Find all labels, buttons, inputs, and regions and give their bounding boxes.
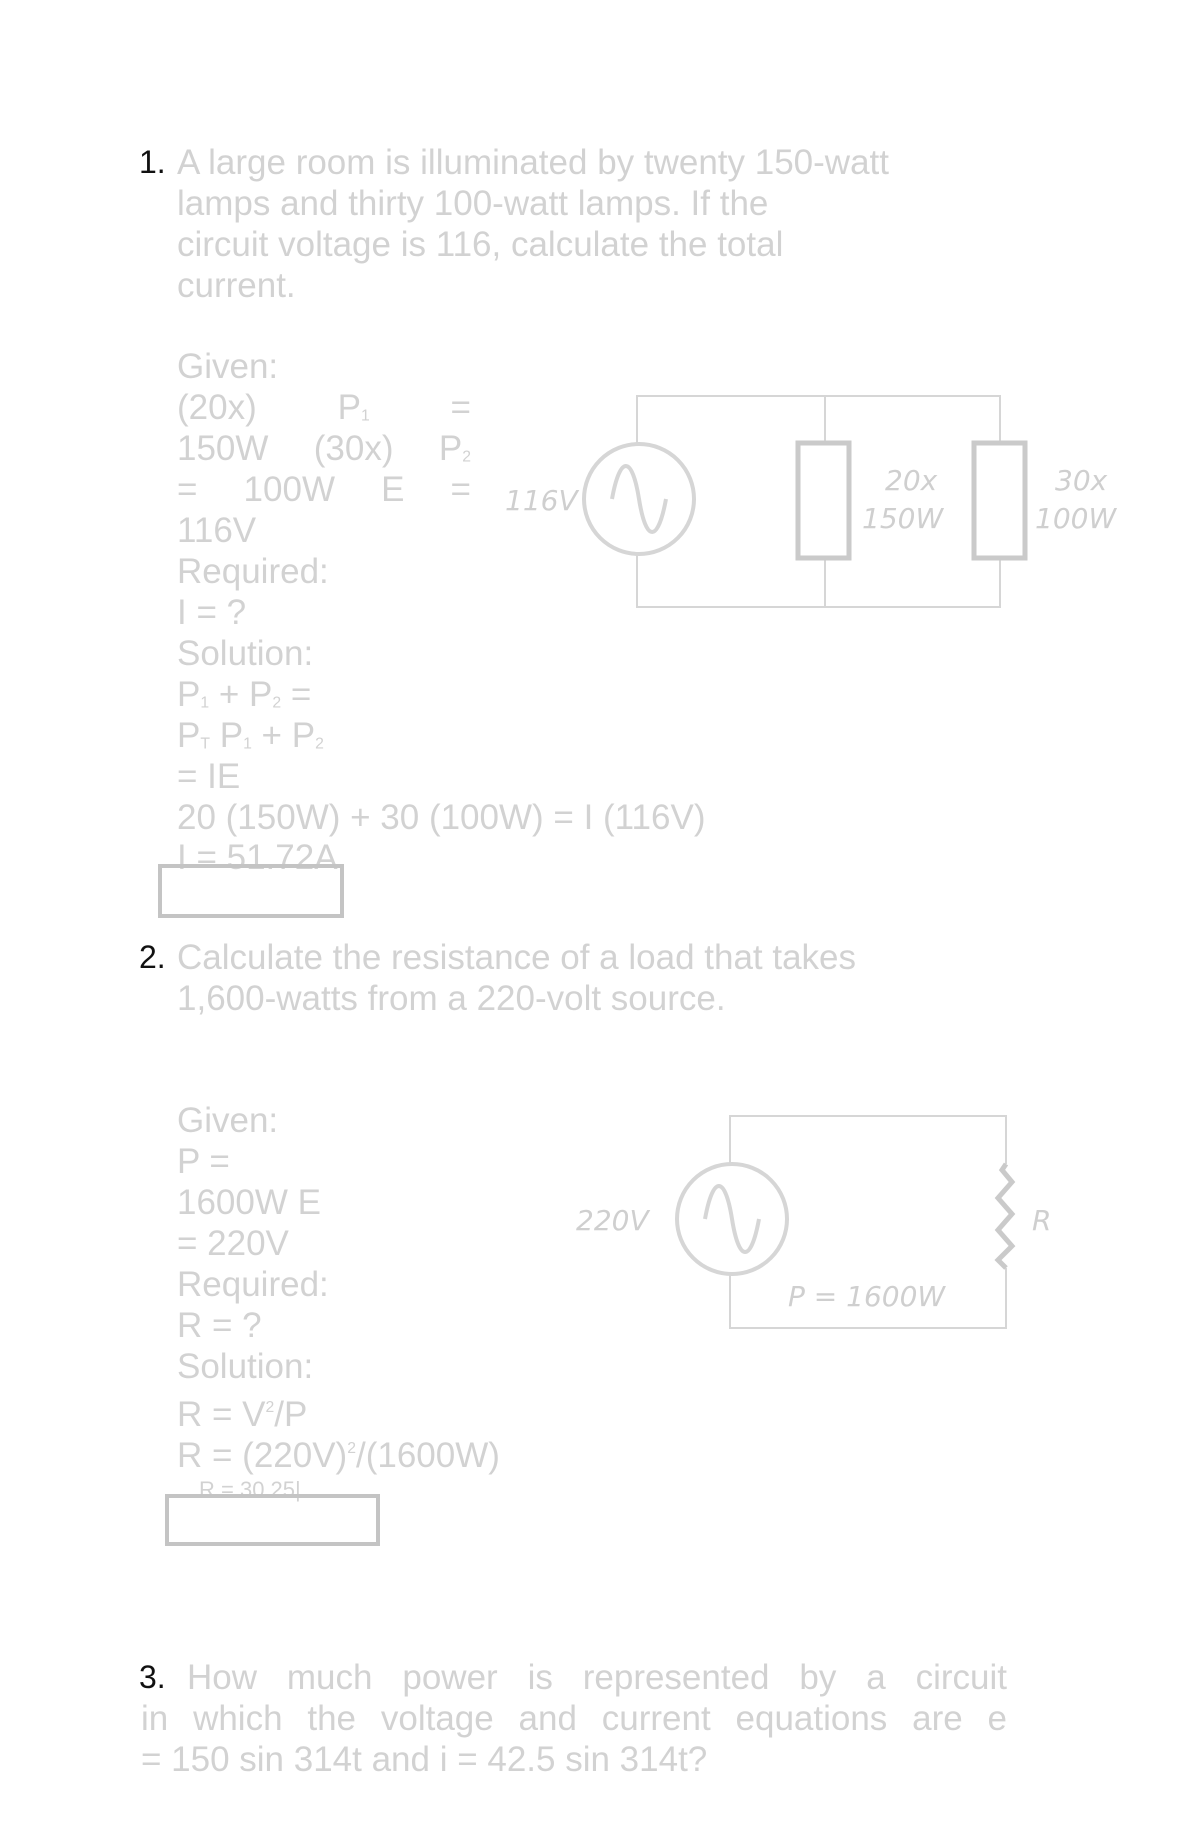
superscript: 2 — [347, 1440, 356, 1457]
subscript: 1 — [200, 694, 210, 712]
solution-line: PT P1 + P2 — [177, 715, 324, 765]
q1-line: circuit voltage is 116, calculate the to… — [177, 225, 784, 264]
solution-line: R = (220V)2/(1600W) — [177, 1428, 500, 1476]
given-token: 150W — [177, 429, 269, 468]
ac-source-icon — [582, 442, 696, 556]
resistor-zigzag-icon — [994, 1162, 1016, 1270]
subscript: 2 — [315, 735, 324, 753]
q2-number: 2. — [139, 939, 166, 975]
var: + P — [251, 716, 316, 755]
given-token: = — [450, 388, 471, 427]
wire-loop — [729, 1115, 1007, 1329]
solution-equation: 20 (150W) + 30 (100W) = I (116V) — [177, 798, 706, 837]
q3-number: 3. — [139, 1659, 166, 1695]
given-token: (20x) — [177, 388, 257, 427]
given-token: P1 — [338, 387, 370, 437]
load1-power-label: 150W — [862, 502, 944, 535]
var: P — [177, 716, 201, 755]
subscript: 2 — [272, 694, 282, 712]
answer-box[interactable] — [158, 864, 344, 918]
q3-line: = 150 sin 314t and i = 42.5 sin 314t? — [141, 1740, 708, 1779]
given-line: 1600W E — [177, 1183, 321, 1222]
given-token: 100W — [243, 470, 335, 509]
q1-number: 1. — [139, 144, 166, 180]
sine-wave-icon — [703, 1184, 761, 1254]
q3-line: How much power is represented by a circu… — [187, 1658, 1007, 1697]
var: /(1600W) — [355, 1436, 500, 1476]
given-token: E — [381, 470, 405, 509]
given-token: (30x) — [313, 429, 394, 468]
var: P — [209, 716, 244, 755]
circuit-2 — [675, 1115, 1016, 1329]
source-voltage-label: 220V — [576, 1204, 650, 1237]
source-voltage-label: 116V — [505, 484, 579, 517]
load2-count-label: 30x — [1055, 464, 1108, 497]
var: + P — [209, 675, 273, 714]
given-token: = — [177, 470, 198, 509]
given-line: 150W (30x) P2 — [177, 428, 471, 478]
load-resistor-2 — [971, 440, 1028, 561]
resistor-gap — [996, 1164, 1016, 1268]
subscript: 2 — [462, 448, 471, 466]
resistor-label: R — [1032, 1204, 1051, 1237]
wire-loop — [636, 395, 1001, 608]
subscript: 1 — [243, 735, 252, 753]
subscript: 1 — [360, 407, 370, 425]
var: = — [281, 675, 312, 714]
required-value: R = ? — [177, 1306, 262, 1345]
answer-text: I = 51.72A — [177, 838, 338, 877]
solution-line: P1 + P2 = — [177, 674, 311, 724]
given-line: = 100W E = — [177, 469, 471, 510]
given-line: 116V — [177, 511, 257, 550]
subscript: T — [200, 735, 210, 753]
solution-label: Solution: — [177, 1347, 314, 1386]
q3-line: in which the voltage and current equatio… — [141, 1699, 1007, 1738]
circuit-1 — [582, 395, 1028, 608]
given-line: (20x) P1 = — [177, 387, 471, 437]
q1-line: lamps and thirty 100-watt lamps. If the — [177, 184, 769, 223]
required-label: Required: — [177, 552, 329, 591]
var: R = (220V) — [177, 1436, 348, 1476]
q2-line: 1,600-watts from a 220-volt source. — [177, 979, 726, 1018]
given-line: = 220V — [177, 1224, 289, 1263]
given-label: Given: — [177, 347, 279, 386]
load2-power-label: 100W — [1035, 502, 1117, 535]
superscript: 2 — [265, 1399, 275, 1416]
answer-box[interactable] — [165, 1494, 380, 1546]
required-value: I = ? — [177, 593, 247, 632]
solution-line: = IE — [177, 757, 241, 796]
required-label: Required: — [177, 1265, 329, 1304]
q1-line: A large room is illuminated by twenty 15… — [177, 143, 889, 182]
var: P — [438, 429, 463, 468]
sine-wave-icon — [610, 464, 668, 534]
var: P — [337, 388, 361, 427]
load-resistor-1 — [795, 440, 852, 561]
given-label: Given: — [177, 1101, 279, 1140]
load1-count-label: 20x — [885, 464, 938, 497]
given-token: = — [450, 470, 471, 509]
var: R = V — [177, 1395, 266, 1435]
power-label: P = 1600W — [788, 1280, 946, 1313]
solution-line: R = V2/P — [177, 1387, 307, 1435]
var: P — [177, 675, 201, 714]
given-token: P2 — [439, 428, 471, 478]
q1-line: current. — [177, 266, 296, 305]
given-line: P = — [177, 1142, 230, 1181]
ac-source-icon — [675, 1162, 789, 1276]
var: /P — [274, 1395, 308, 1435]
q2-line: Calculate the resistance of a load that … — [177, 938, 857, 977]
solution-label: Solution: — [177, 634, 314, 673]
